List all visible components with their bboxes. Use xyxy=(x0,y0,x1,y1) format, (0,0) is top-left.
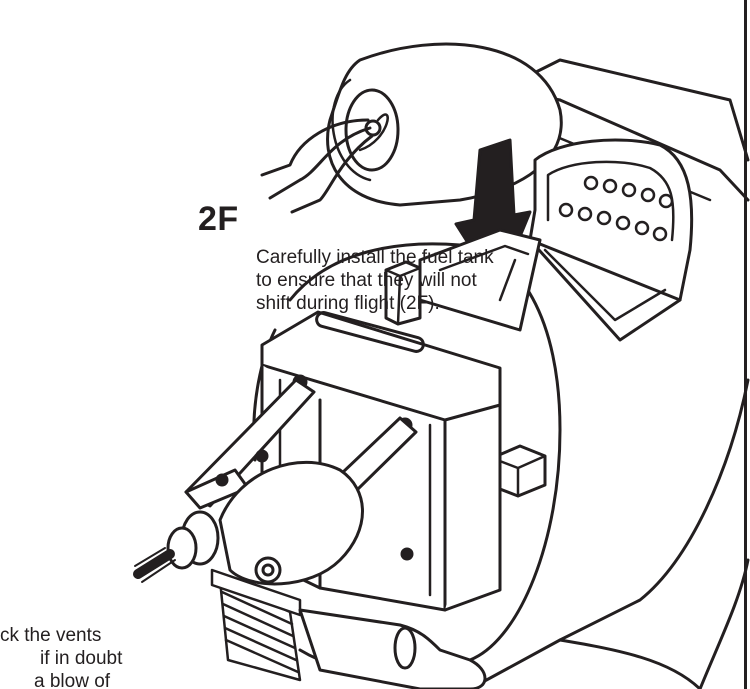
tank-bay xyxy=(418,228,542,332)
note-line: ck the vents xyxy=(0,625,102,646)
mount-block-top xyxy=(384,260,422,326)
step-instruction: Carefully install the fuel tank to ensur… xyxy=(256,246,496,315)
note-line: a blow of xyxy=(34,671,111,689)
instruction-line: shift during flight (2F). xyxy=(256,293,440,314)
clipped-note: ck the vents if in doubt a blow of xyxy=(0,624,160,689)
bulkhead-former xyxy=(528,138,694,342)
step-label: 2F xyxy=(198,200,239,238)
instruction-line: to ensure that they will not xyxy=(256,270,477,291)
instruction-line: Carefully install the fuel tank xyxy=(256,247,494,268)
fuel-tank xyxy=(260,42,563,214)
note-line: if in doubt xyxy=(40,648,123,669)
page-frame-line xyxy=(744,0,747,689)
engine xyxy=(133,378,487,689)
